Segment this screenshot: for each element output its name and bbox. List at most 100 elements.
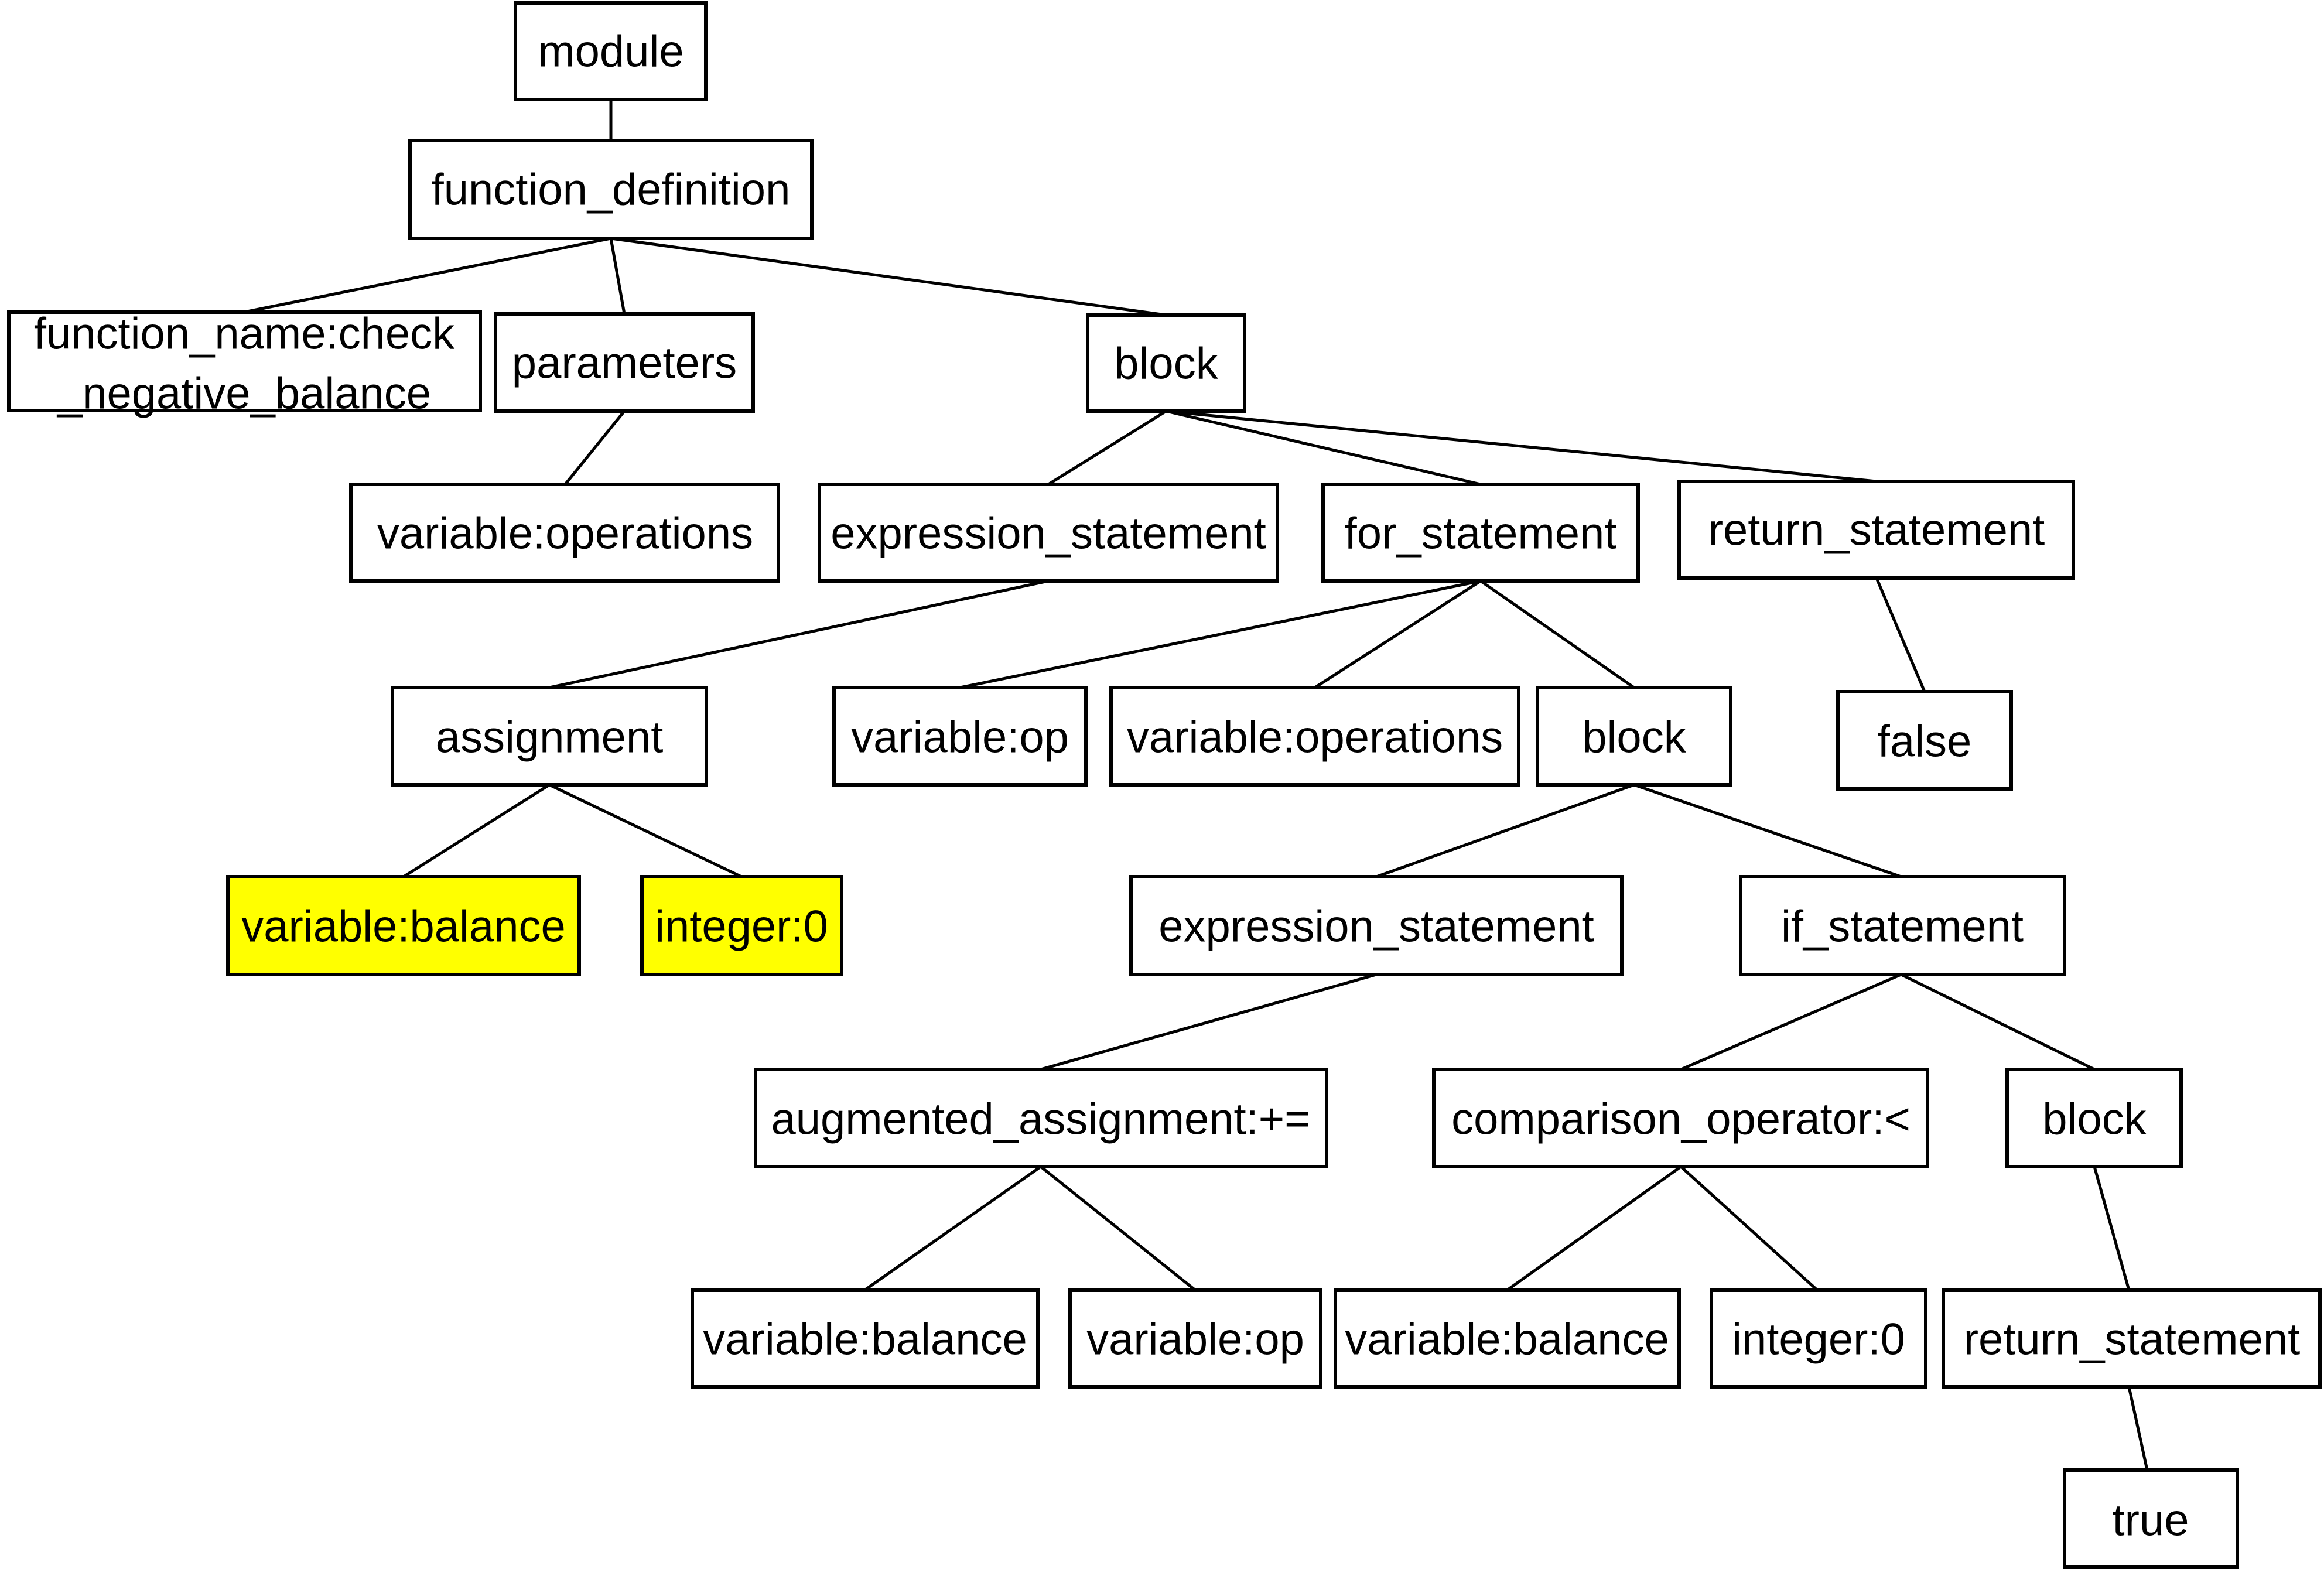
node-true: true [2063, 1468, 2239, 1569]
node-box [2063, 1468, 2239, 1569]
node-label: variable:balance [241, 902, 566, 952]
node-variable-op-aug: variable:op [1068, 1288, 1322, 1389]
node-expression-statement: expression_statement [818, 483, 1279, 583]
edge-return-statement-false [1875, 577, 1926, 692]
node-variable-balance-highlighted: variable:balance [226, 875, 581, 976]
node-box [1068, 1288, 1322, 1389]
node-box [514, 1, 708, 101]
edge-expression-statement-assignment [549, 579, 1049, 689]
node-block: block [1086, 313, 1246, 413]
edge-for-statement-variable-operations [1314, 579, 1482, 689]
node-box [226, 875, 581, 976]
node-label: integer:0 [655, 902, 828, 952]
edge-if-statement-comparison-operator [1680, 973, 1902, 1071]
tree-edges [244, 100, 2149, 1471]
node-label: integer:0 [1732, 1315, 1905, 1365]
edge-block-return-statement [1166, 409, 1877, 483]
edge-comparison-operator-integer-0 [1680, 1165, 1819, 1291]
edge-block-expression-statement-2 [1376, 783, 1635, 878]
node-label: return_statement [1708, 505, 2045, 555]
node-box [349, 483, 780, 583]
node-box [832, 686, 1088, 787]
node-label: variable:op [851, 713, 1069, 763]
edge-function-definition-function-name [244, 237, 611, 314]
node-box [2005, 1068, 2183, 1168]
node-label: expression_statement [831, 509, 1266, 559]
node-assignment: assignment [391, 686, 708, 787]
node-label: module [538, 27, 683, 77]
node-label: comparison_operator:< [1451, 1095, 1911, 1144]
node-label: true [2113, 1496, 2189, 1546]
node-variable-op: variable:op [832, 686, 1088, 787]
edge-function-definition-parameters [609, 238, 626, 315]
node-box [818, 483, 1279, 583]
edge-block-expression-statement [1047, 409, 1167, 486]
tree-nodes: module function_definition function_name… [7, 1, 2322, 1569]
edge-block-if-statement [1633, 783, 1902, 878]
edge-expression-statement-augmented-assignment [1040, 973, 1377, 1071]
node-return-statement-2: return_statement [1942, 1288, 2322, 1389]
node-function-name: function_name:check _negative_balance [7, 309, 482, 419]
node-box [1334, 1288, 1681, 1389]
node-label: function_definition [432, 165, 791, 215]
edge-block-for-statement [1166, 409, 1481, 486]
edge-parameters-variable-operations [564, 410, 626, 486]
node-false: false [1836, 690, 2013, 791]
node-box [1109, 686, 1520, 787]
node-box [640, 875, 843, 976]
node-variable-operations-param: variable:operations [349, 483, 780, 583]
edge-return-statement-true [2127, 1386, 2149, 1471]
node-box [1942, 1288, 2322, 1389]
edge-block-return-statement-2 [2093, 1166, 2131, 1291]
node-label: block [1114, 339, 1218, 389]
node-variable-operations-iter: variable:operations [1109, 686, 1520, 787]
node-label: parameters [512, 339, 737, 388]
node-label: block [2042, 1095, 2147, 1144]
node-block-for-body: block [1536, 686, 1732, 787]
node-variable-balance-aug: variable:balance [691, 1288, 1040, 1389]
edge-function-definition-block [610, 237, 1167, 317]
node-label-line-2: _negative_balance [56, 369, 431, 419]
node-comparison-operator: comparison_operator:< [1432, 1068, 1929, 1168]
node-box [1432, 1068, 1929, 1168]
node-label: variable:operations [1127, 713, 1503, 763]
node-box [391, 686, 708, 787]
edge-augmented-assignment-variable-op [1040, 1165, 1197, 1291]
node-label: if_statement [1781, 902, 2024, 952]
edge-for-statement-block [1479, 579, 1635, 689]
node-label: assignment [436, 713, 664, 763]
node-box [1321, 483, 1640, 583]
node-augmented-assignment: augmented_assignment:+= [754, 1068, 1328, 1168]
node-return-statement: return_statement [1677, 480, 2075, 580]
node-box [1086, 313, 1246, 413]
node-label: return_statement [1964, 1315, 2301, 1365]
node-label-line-1: function_name:check [34, 309, 455, 359]
edge-assignment-integer-0 [548, 783, 743, 878]
node-box [754, 1068, 1328, 1168]
node-box [691, 1288, 1040, 1389]
node-expression-statement-2: expression_statement [1129, 875, 1624, 976]
node-label: block [1582, 713, 1686, 763]
node-label: expression_statement [1158, 902, 1594, 952]
edge-if-statement-block [1900, 973, 2096, 1071]
node-parameters: parameters [494, 312, 755, 413]
node-variable-balance-cmp: variable:balance [1334, 1288, 1681, 1389]
edge-assignment-variable-balance [402, 783, 551, 878]
node-block-if-body: block [2005, 1068, 2183, 1168]
node-box [1536, 686, 1732, 787]
node-box [1710, 1288, 1927, 1389]
node-module: module [514, 1, 708, 101]
node-box [7, 310, 482, 412]
node-label: variable:balance [703, 1315, 1027, 1365]
node-integer-0-cmp: integer:0 [1710, 1288, 1927, 1389]
edge-for-statement-variable-op [959, 579, 1481, 689]
node-box [408, 139, 814, 240]
node-label: for_statement [1345, 509, 1617, 559]
node-label: variable:balance [1345, 1315, 1669, 1365]
edge-augmented-assignment-variable-balance [863, 1165, 1042, 1292]
node-label: variable:operations [377, 509, 753, 559]
node-if-statement: if_statement [1739, 875, 2066, 976]
node-box [1739, 875, 2066, 976]
node-for-statement: for_statement [1321, 483, 1640, 583]
node-function-definition: function_definition [408, 139, 814, 240]
